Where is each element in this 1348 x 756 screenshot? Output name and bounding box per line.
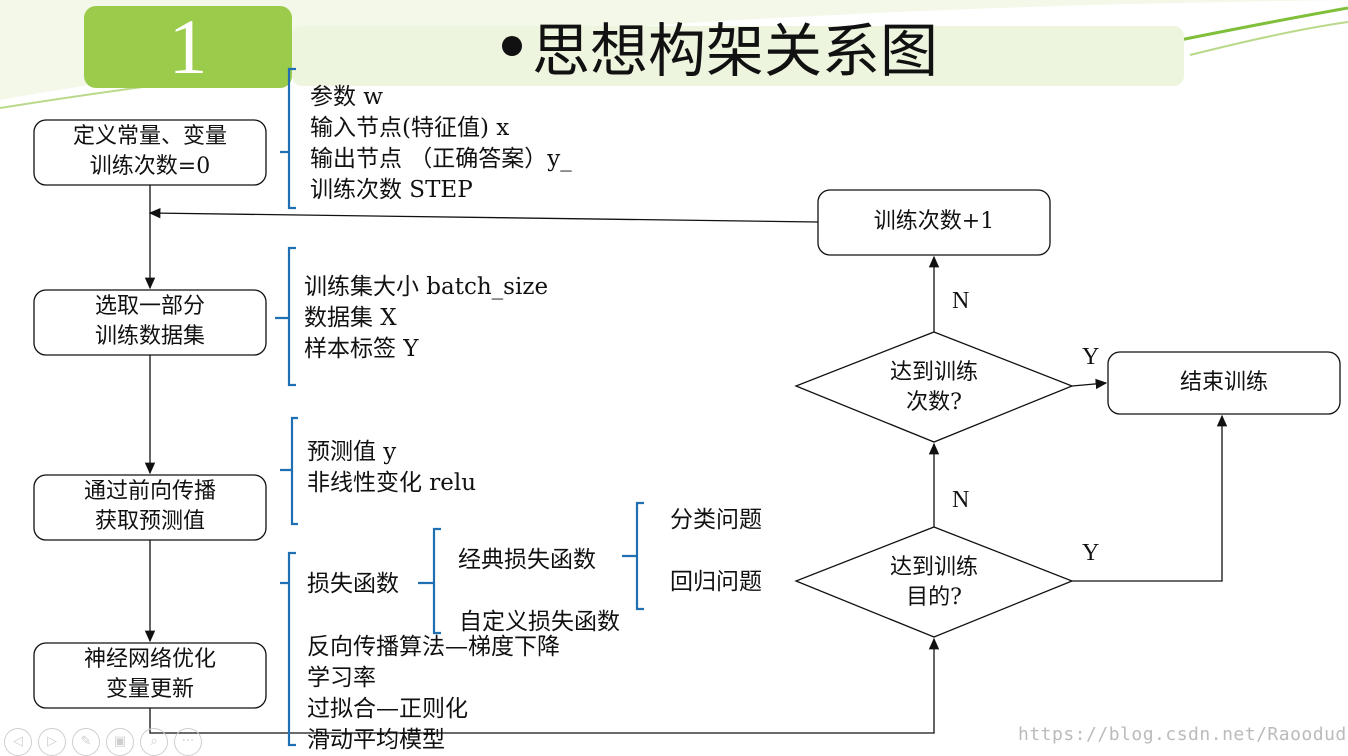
define-node: 定义常量、变量 训练次数=0 — [34, 122, 266, 182]
regression-label: 回归问题 — [670, 569, 762, 595]
end-node: 结束训练 — [1108, 368, 1340, 398]
optimize-node: 神经网络优化 变量更新 — [34, 645, 266, 705]
edge-increment-loop — [148, 207, 819, 223]
optimize-line-1: 神经网络优化 — [83, 647, 216, 672]
forward-line-1: 通过前向传播 — [83, 479, 216, 504]
define-line-1: 定义常量、变量 — [72, 124, 227, 149]
edge-goal-end — [1072, 414, 1228, 582]
previous-icon[interactable]: ◁ — [4, 728, 32, 756]
title-number-box — [84, 6, 292, 88]
classic-loss-label: 经典损失函数 — [458, 547, 596, 573]
check-count-line-1: 达到训练 — [889, 360, 978, 385]
optimize-item-2: 学习率 — [307, 665, 376, 691]
optimize-item-3: 过拟合—正则化 — [307, 696, 468, 722]
bracket-forward — [280, 416, 298, 526]
edge-count-end — [1071, 378, 1108, 390]
bracket-loss — [418, 527, 441, 635]
count-no-label: N — [952, 288, 970, 314]
bracket-select — [275, 246, 296, 387]
select-param-3: 样本标签 Y — [304, 336, 419, 362]
define-param-3: 输出节点 （正确答案）y_ — [310, 146, 572, 172]
forward-params: 预测值 y 非线性变化 relu — [307, 437, 476, 499]
optimize-items: 反向传播算法—梯度下降 学习率 过拟合—正则化 滑动平均模型 — [307, 632, 560, 756]
loss-function-label: 损失函数 — [307, 571, 399, 597]
edge-optimize-goal — [149, 637, 940, 734]
goal-yes-label: Y — [1082, 540, 1100, 566]
check-goal-node: 达到训练 目的? — [834, 553, 1034, 613]
define-param-2: 输入节点(特征值) x — [310, 115, 510, 141]
select-line-1: 选取一部分 — [94, 294, 205, 319]
goal-no-label: N — [952, 487, 970, 513]
next-icon[interactable]: ▷ — [38, 728, 66, 756]
slide-toolbar: ◁ ▷ ✎ ▣ ⌕ ··· — [4, 728, 202, 756]
check-goal-line-1: 达到训练 — [889, 555, 978, 580]
bracket-optimize — [280, 551, 296, 747]
define-param-4: 训练次数 STEP — [310, 177, 473, 203]
select-params: 训练集大小 batch_size 数据集 X 样本标签 Y — [304, 272, 548, 365]
classification-label: 分类问题 — [670, 507, 762, 533]
brackets — [275, 67, 644, 747]
section-number: 1 — [168, 3, 208, 90]
check-goal-diamond — [794, 526, 1074, 638]
select-node: 选取一部分 训练数据集 — [34, 292, 266, 352]
slides-icon[interactable]: ▣ — [106, 728, 134, 756]
increment-line-1: 训练次数+1 — [873, 209, 995, 234]
forward-line-2: 获取预测值 — [94, 509, 205, 534]
select-param-2: 数据集 X — [304, 305, 397, 331]
bracket-classic — [622, 501, 644, 611]
title-bullet — [502, 36, 522, 56]
bracket-define — [280, 67, 296, 210]
increment-node: 训练次数+1 — [818, 207, 1050, 237]
optimize-item-1: 反向传播算法—梯度下降 — [307, 634, 560, 660]
end-box — [1107, 351, 1341, 415]
count-yes-label: Y — [1082, 344, 1100, 370]
end-line-1: 结束训练 — [1179, 370, 1268, 395]
define-param-1: 参数 w — [310, 84, 383, 110]
forward-node: 通过前向传播 获取预测值 — [34, 477, 266, 537]
optimize-item-4: 滑动平均模型 — [307, 727, 445, 753]
select-param-1: 训练集大小 batch_size — [304, 274, 549, 300]
optimize-line-2: 变量更新 — [105, 677, 194, 702]
more-icon[interactable]: ··· — [174, 728, 202, 756]
check-goal-line-2: 目的? — [906, 585, 962, 610]
check-count-line-2: 次数? — [906, 390, 962, 415]
define-params: 参数 w 输入节点(特征值) x 输出节点 （正确答案）y_ 训练次数 STEP — [310, 82, 572, 206]
select-line-2: 训练数据集 — [94, 324, 205, 349]
watermark: https://blog.csdn.net/Raoodududu — [1018, 724, 1348, 745]
check-count-diamond — [794, 331, 1074, 443]
custom-loss-label: 自定义损失函数 — [459, 609, 620, 635]
zoom-icon[interactable]: ⌕ — [140, 728, 168, 756]
forward-param-2: 非线性变化 relu — [307, 470, 477, 496]
forward-param-1: 预测值 y — [307, 439, 397, 465]
define-line-2: 训练次数=0 — [89, 154, 211, 179]
page-title: 思想构架关系图 — [532, 17, 939, 85]
pen-icon[interactable]: ✎ — [72, 728, 100, 756]
check-count-node: 达到训练 次数? — [834, 358, 1034, 418]
increment-box — [817, 189, 1051, 256]
